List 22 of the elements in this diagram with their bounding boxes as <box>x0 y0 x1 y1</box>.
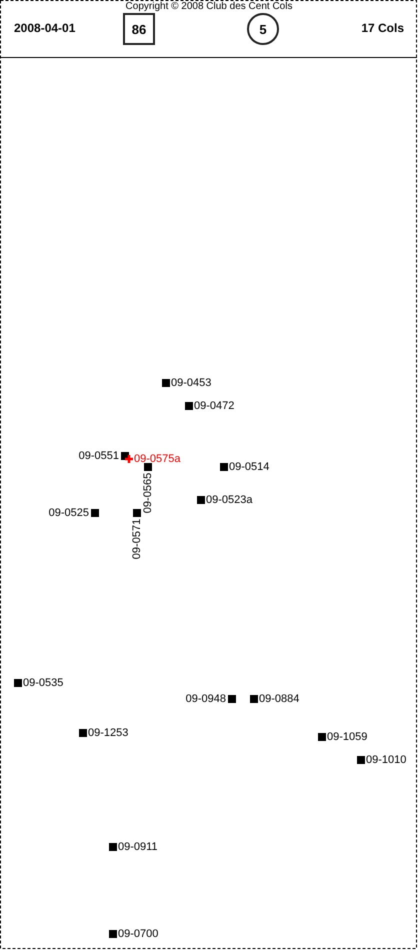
number-circle: 5 <box>247 13 279 45</box>
point-label: 09-0948 <box>186 693 226 705</box>
point-label: 09-1059 <box>327 731 368 743</box>
point-label: 09-0551 <box>78 450 119 462</box>
date-label: 2008-04-01 <box>14 21 76 35</box>
point-label: 09-0911 <box>118 841 158 853</box>
point-label: 09-0535 <box>23 677 64 689</box>
point-label: 09-0453 <box>171 377 212 389</box>
point-label: 09-0525 <box>48 507 89 519</box>
count-label: 17 Cols <box>361 21 404 35</box>
point-label: 09-0472 <box>194 400 234 412</box>
copyright-text: Copyright © 2008 Club des Cent Cols <box>126 1 292 12</box>
point-label: 09-1010 <box>366 754 406 766</box>
number-box: 86 <box>123 13 155 45</box>
point-label: 09-0565 <box>142 473 154 514</box>
point-label: 09-0700 <box>118 928 158 940</box>
point-label: 09-0884 <box>259 693 300 705</box>
point-label: 09-0514 <box>229 461 270 473</box>
point-label: 09-0523a <box>206 494 252 506</box>
point-label: 09-1253 <box>88 727 128 739</box>
point-label: 09-0575a <box>134 453 180 465</box>
point-label: 09-0571 <box>131 519 143 560</box>
